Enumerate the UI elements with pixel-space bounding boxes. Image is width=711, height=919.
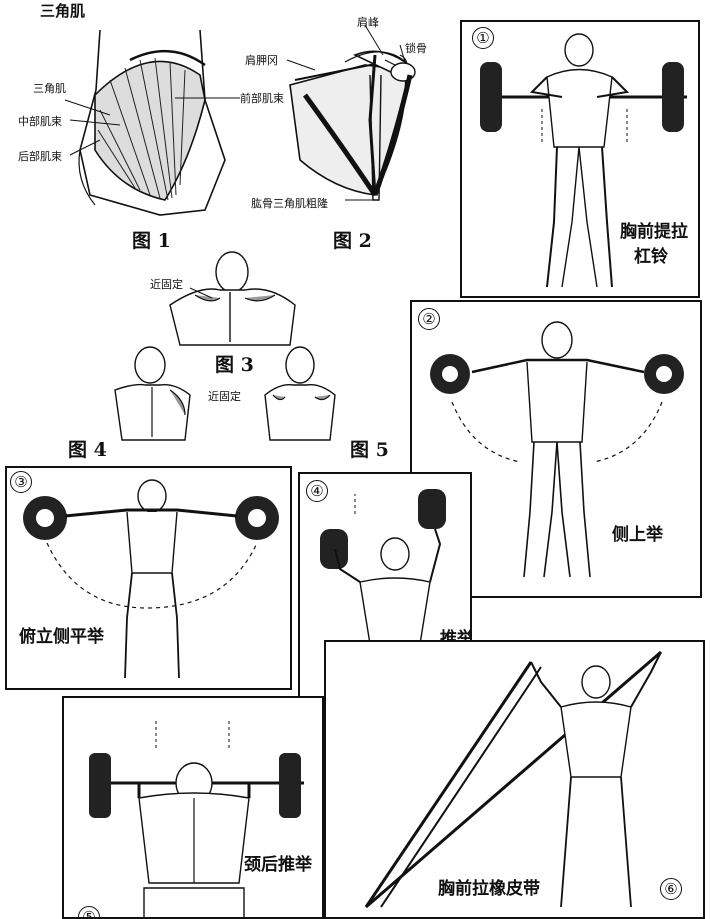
- label-scapular-spine: 肩胛冈: [245, 54, 278, 67]
- figure-2-caption: 图 2: [333, 230, 372, 252]
- exercise-panel-6: ⑥ 胸前拉橡皮带: [324, 640, 705, 919]
- exercise-panel-3: ③ 俯立侧平举: [5, 466, 292, 690]
- label-proximal-fixed-3: 近固定: [150, 278, 183, 291]
- figure-2: 肩峰 锁骨 肩胛冈 肱骨三角肌粗隆 图 2: [245, 0, 460, 252]
- label-posterior-fibers: 后部肌束: [18, 150, 62, 163]
- behind-neck-press-figure: [89, 698, 324, 917]
- exercise-number-6: ⑥: [660, 878, 682, 900]
- figure-4: 图 4: [60, 345, 200, 465]
- exercise-number-3: ③: [10, 471, 32, 493]
- exercise-name-6: 胸前拉橡皮带: [438, 879, 540, 899]
- label-clavicle: 锁骨: [405, 42, 427, 55]
- figure-5-caption: 图 5: [350, 439, 389, 461]
- figure-3-drawing: [150, 250, 300, 370]
- figure-1-caption: 图 1: [132, 230, 171, 252]
- figure-5-drawing: [255, 345, 355, 445]
- figure-1: 三角肌 中部肌束 后部肌束 前部肌束 图 1: [0, 20, 284, 252]
- exercise-name-3: 俯立侧平举: [19, 627, 104, 647]
- exercise-number-2: ②: [418, 308, 440, 330]
- exercise-panel-1: ① 胸前提拉 杠铃: [460, 20, 700, 298]
- figure-1-drawing: [0, 20, 240, 250]
- figure-4-drawing: [60, 345, 200, 445]
- figure-5: 图 5: [255, 345, 405, 465]
- exercise-panel-5: ⑤ 颈后推举: [62, 696, 324, 919]
- exercise-number-1: ①: [472, 27, 494, 49]
- resistance-band-pull-figure: [326, 642, 705, 919]
- label-anterior-fibers: 前部肌束: [240, 92, 284, 105]
- label-acromion: 肩峰: [357, 16, 379, 29]
- exercise-number-4: ④: [306, 480, 328, 502]
- exercise-name-5: 颈后推举: [244, 855, 312, 875]
- barbell-upright-row-figure: [480, 22, 700, 298]
- label-deltoid: 三角肌: [33, 82, 66, 95]
- figure-2-drawing: [245, 0, 460, 250]
- lateral-raise-figure: [430, 302, 684, 598]
- figure-3: 近固定 图 3: [150, 250, 300, 376]
- figure-4-caption: 图 4: [68, 439, 107, 461]
- page-title: 三角肌: [40, 2, 86, 20]
- exercise-name-1-line-2: 杠铃: [634, 247, 668, 267]
- exercise-name-2: 侧上举: [612, 525, 663, 545]
- label-deltoid-tuberosity: 肱骨三角肌粗隆: [251, 197, 328, 210]
- label-proximal-fixed-4: 近固定: [208, 390, 241, 403]
- bent-over-lateral-raise-figure: [23, 468, 279, 690]
- label-middle-fibers: 中部肌束: [18, 115, 62, 128]
- exercise-name-1-line-1: 胸前提拉: [620, 222, 688, 242]
- figure-3-caption: 图 3: [215, 354, 254, 376]
